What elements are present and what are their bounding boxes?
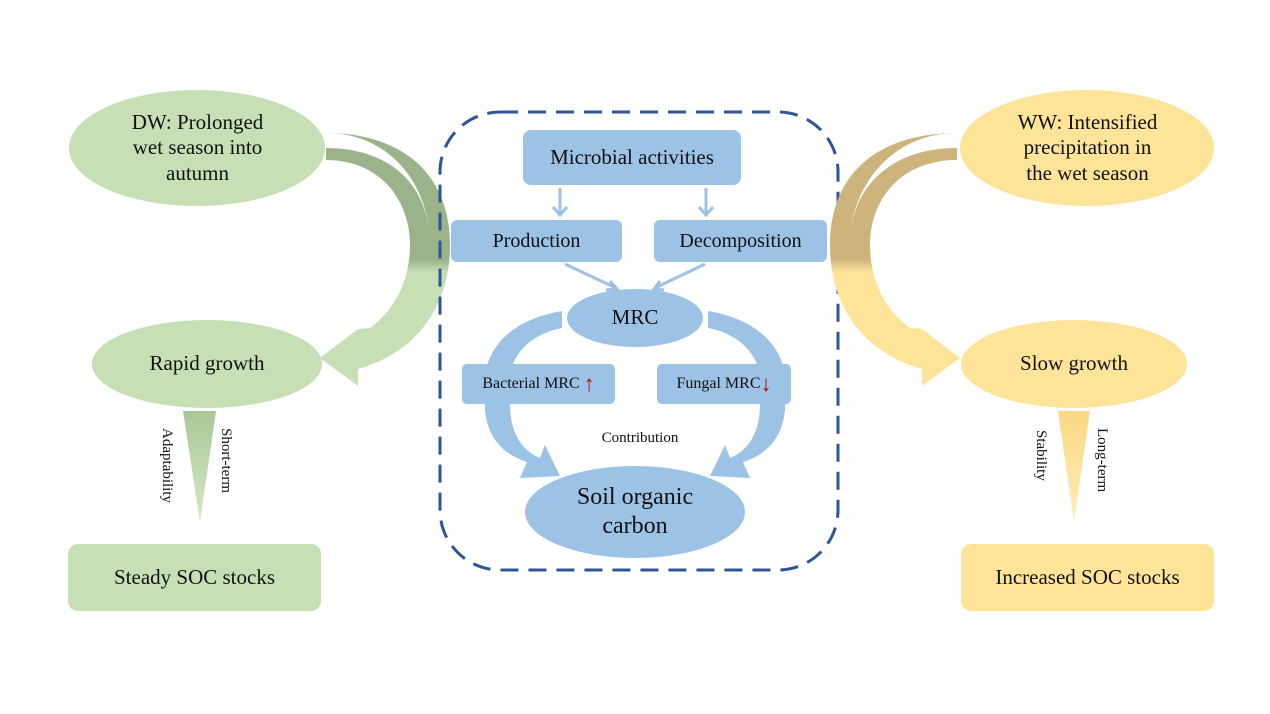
increased-soc-label: Increased SOC stocks [995,564,1180,589]
bacterial-mrc-text: Bacterial MRC [482,375,580,393]
arrow-up-icon: ↑ [583,370,595,396]
fungal-mrc-box [657,364,791,404]
bacterial-mrc-box [462,364,615,404]
dw-cause-line-1: DW: Prolonged [131,109,264,134]
merge-arrows [564,262,706,292]
bacterial-mrc-label: Bacterial MRC ↑ [462,364,615,404]
stability-label: Stability [1033,430,1049,481]
soc-ellipse [525,466,745,558]
slow-growth-label: Slow growth [1020,351,1128,376]
dw-cause-label: DW: Prolonged wet season into autumn [70,96,325,200]
short-term-wedge [183,411,216,522]
production-label: Production [492,229,581,252]
dw-cause-ellipse [69,90,325,206]
central-dashed-frame [438,110,840,572]
long-term-wedge [1058,411,1090,522]
contribution-label: Contribution [601,429,679,446]
long-term-label: Long-term [1094,428,1110,493]
soc-line-2: carbon [602,513,668,539]
rapid-growth-ellipse [92,320,322,408]
ww-cause-ellipse [960,90,1214,206]
microbial-split-arrows [551,188,715,218]
mrc-ellipse [567,289,703,347]
soc-label: Soil organic carbon [525,468,745,556]
steady-soc-box [68,544,321,611]
dw-curved-arrow [320,133,450,386]
dw-cause-line-3: autumn [166,160,229,185]
ww-cause-line-2: precipitation in [1023,135,1152,160]
adaptability-label: Adaptability [159,428,175,503]
rapid-growth-label: Rapid growth [149,351,265,376]
ww-cause-line-3: the wet season [1026,160,1149,185]
ww-cause-line-1: WW: Intensified [1017,109,1158,134]
microbial-activities-label: Microbial activities [550,144,714,169]
fungal-flow-arrow [708,311,785,478]
steady-soc-label: Steady SOC stocks [113,564,275,589]
fungal-mrc-label: Fungal MRC↓ [657,364,791,404]
fungal-mrc-text: Fungal MRC [676,375,761,393]
short-term-label: Short-term [218,428,234,493]
bacterial-flow-arrow [485,311,562,478]
decomposition-box [654,220,827,262]
arrow-down-icon: ↓ [760,370,772,396]
soc-line-1: Soil organic [576,483,694,510]
microbial-activities-box [523,130,741,185]
ww-cause-label: WW: Intensified precipitation in the wet… [960,96,1215,200]
production-box [451,220,622,262]
increased-soc-box [961,544,1214,611]
ww-curved-arrow [830,133,960,386]
slow-growth-ellipse [961,320,1187,408]
decomposition-label: Decomposition [679,229,802,252]
mrc-label: MRC [611,305,659,330]
dw-cause-line-2: wet season into [132,135,263,160]
